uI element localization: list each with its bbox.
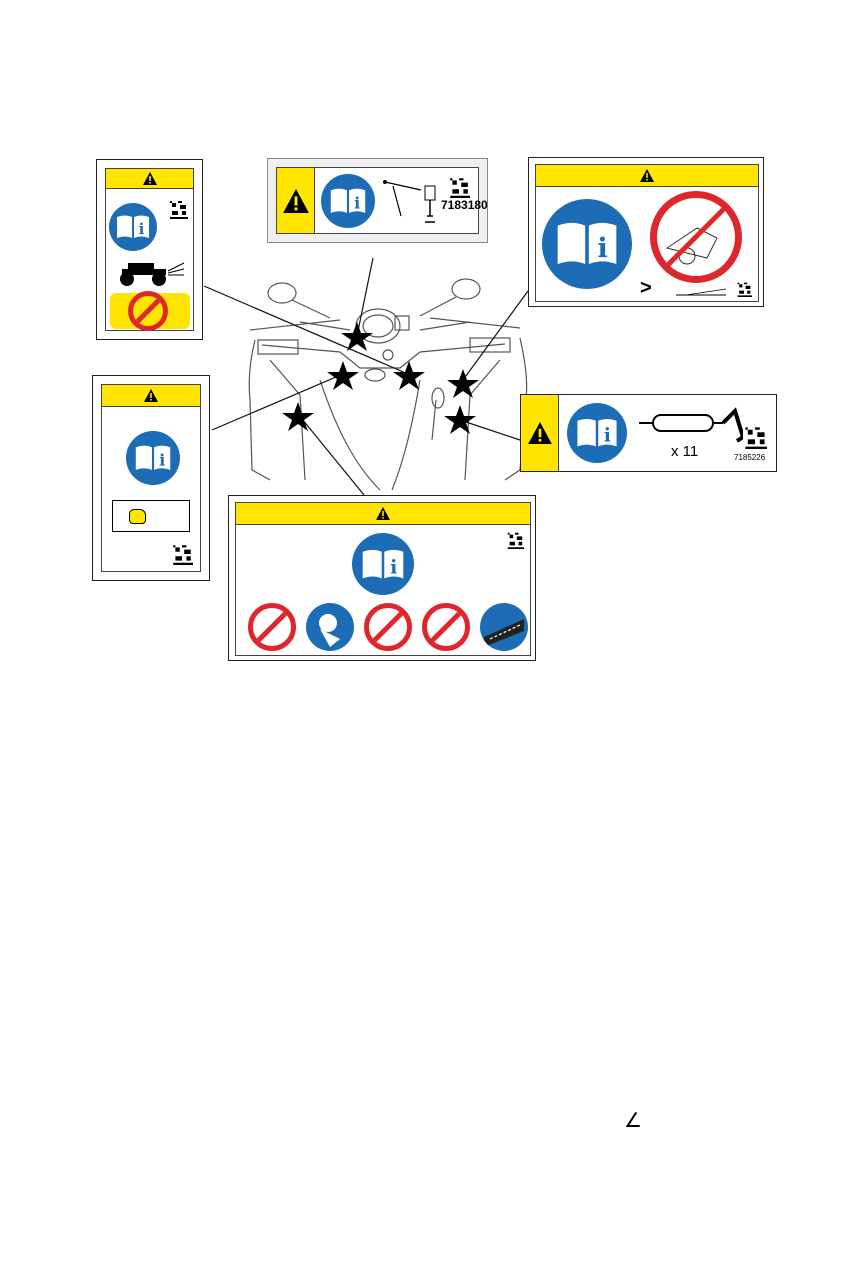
- paved-road-caution-icon: [480, 603, 528, 651]
- label-right-middle: i x 11 7185226: [520, 394, 777, 472]
- warning-bar: [277, 168, 315, 233]
- svg-text:i: i: [159, 451, 165, 470]
- part-number: 7183180: [441, 198, 488, 212]
- data-matrix-code-icon: [736, 281, 752, 297]
- read-manual-icon: i: [109, 203, 157, 251]
- tow-hitch-icon: [381, 176, 441, 228]
- warning-triangle-icon: [640, 169, 654, 182]
- prohibit-icon: [128, 291, 168, 331]
- warning-triangle-icon: [283, 189, 309, 213]
- wear-helmet-icon: [306, 603, 354, 651]
- read-manual-icon: i: [126, 431, 180, 485]
- warning-bar: [102, 385, 200, 407]
- svg-text:i: i: [354, 194, 360, 213]
- svg-text:i: i: [139, 220, 145, 238]
- star-marker-icon: [444, 405, 476, 434]
- greater-than-symbol: >: [640, 277, 652, 300]
- label-bottom-center: i: [228, 495, 536, 661]
- data-matrix-code-icon: [170, 543, 194, 565]
- read-manual-icon: i: [321, 174, 375, 228]
- read-manual-icon: i: [352, 533, 414, 595]
- warning-bar: [106, 169, 193, 189]
- warning-bar: [521, 395, 559, 471]
- warning-bar: [536, 165, 758, 187]
- data-matrix-code-icon: [168, 199, 188, 219]
- angle-symbol: ∠: [624, 1108, 642, 1133]
- warning-bar: [236, 503, 530, 525]
- label-top-right: i >: [528, 157, 764, 307]
- svg-text:i: i: [390, 556, 397, 578]
- fuel-cap-icon: [129, 509, 146, 524]
- data-matrix-code-icon: [447, 176, 471, 198]
- trailer-weight-icon: [639, 407, 749, 443]
- weight-multiplier: x 11: [671, 443, 698, 460]
- star-marker-icon: [282, 402, 314, 431]
- read-manual-icon: i: [567, 403, 627, 463]
- label-top-center: i 7183180: [267, 158, 488, 243]
- part-number: 7185226: [734, 453, 765, 462]
- read-manual-icon: i: [542, 199, 632, 289]
- atv-icon: [114, 259, 186, 287]
- star-marker-icon: [447, 369, 479, 398]
- warning-triangle-icon: [144, 389, 158, 402]
- no-children-icon: [422, 603, 470, 651]
- data-matrix-code-icon: [743, 425, 767, 449]
- no-alcohol-icon: [364, 603, 412, 651]
- data-matrix-code-icon: [506, 531, 524, 549]
- svg-text:i: i: [597, 232, 607, 264]
- warning-triangle-icon: [143, 172, 157, 185]
- warning-triangle-icon: [528, 422, 552, 444]
- svg-text:i: i: [604, 426, 611, 447]
- prohibit-icon: [650, 191, 742, 283]
- label-top-left: i: [96, 159, 203, 340]
- star-marker-icon: [393, 361, 425, 390]
- slope-line-icon: [676, 287, 726, 297]
- fuel-cap-box: [112, 500, 190, 532]
- no-passenger-icon: [248, 603, 296, 651]
- star-marker-icon: [327, 361, 359, 390]
- warning-triangle-icon: [376, 507, 390, 520]
- label-left-middle: i: [92, 375, 210, 581]
